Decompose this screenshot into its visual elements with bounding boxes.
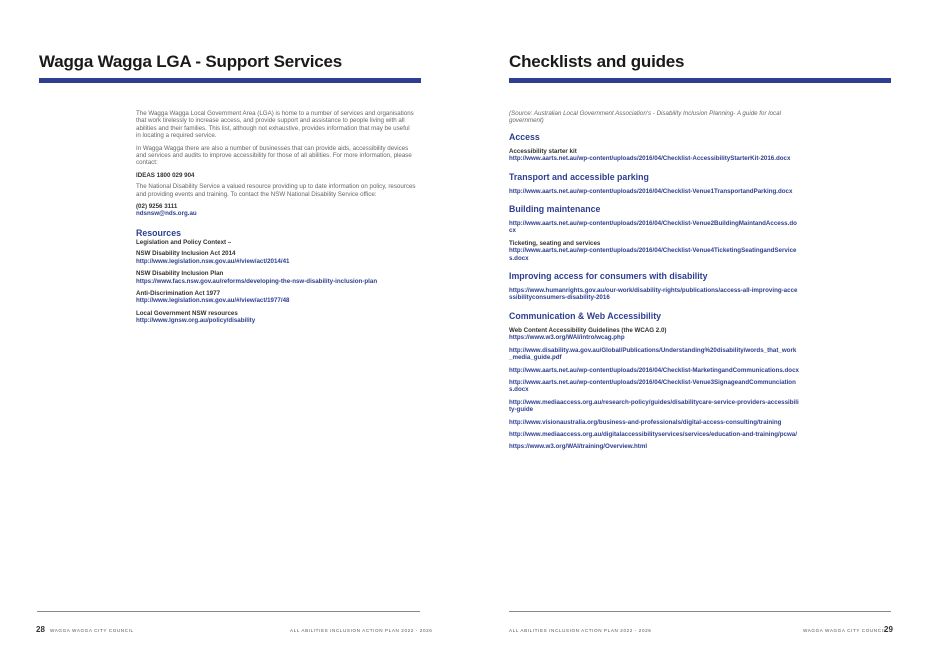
checklist-section: Building maintenance http://www.aarts.net… <box>509 204 799 262</box>
nds-email-link[interactable]: ndsnsw@nds.org.au <box>136 210 197 218</box>
section-heading: Transport and accessible parking <box>509 171 649 182</box>
checklist-item-link[interactable]: http://www.aarts.net.au/wp-content/uploa… <box>509 378 796 394</box>
checklist-item-link[interactable]: http://www.visionaustralia.org/business-… <box>509 418 782 426</box>
section-heading: Improving access for consumers with disa… <box>509 271 708 282</box>
checklist-item: http://www.mediaaccess.org.au/digitalacc… <box>509 431 799 438</box>
right-footer-plan: ALL ABILITIES INCLUSION ACTION PLAN 2022… <box>509 628 652 633</box>
checklist-item-link[interactable]: http://www.aarts.net.au/wp-content/uploa… <box>509 220 797 235</box>
checklist-item-link[interactable]: http://www.disability.wa.gov.au/Global/P… <box>509 346 797 362</box>
checklist-item-link[interactable]: http://www.aarts.net.au/wp-content/uploa… <box>509 187 793 195</box>
right-footer-rule <box>509 611 891 612</box>
checklist-item-link[interactable]: http://www.mediaaccess.org.au/research-p… <box>509 398 799 414</box>
left-title-bar <box>39 78 421 83</box>
right-page-number: 29 <box>884 625 893 634</box>
right-content: (Source: Australian Local Government Ass… <box>509 110 799 460</box>
checklist-item-name: Web Content Accessibility Guidelines (th… <box>509 326 667 334</box>
nds-phone: (02) 9256 3111 <box>136 203 178 211</box>
resource-link[interactable]: http://www.legislation.nsw.gov.au/#/view… <box>136 297 290 305</box>
checklist-item-link[interactable]: http://www.aarts.net.au/wp-content/uploa… <box>509 247 797 262</box>
checklist-item-link[interactable]: http://www.aarts.net.au/wp-content/uploa… <box>509 155 791 163</box>
left-footer-plan: ALL ABILITIES INCLUSION ACTION PLAN 2022… <box>290 628 433 633</box>
resource-name: NSW Disability Inclusion Act 2014 <box>136 250 236 258</box>
checklist-item: http://www.disability.wa.gov.au/Global/P… <box>509 347 799 362</box>
section-heading: Building maintenance <box>509 204 601 215</box>
checklist-item-link[interactable]: https://www.w3.org/WAI/intro/wcag.php <box>509 334 625 342</box>
intro-paragraph-2: In Wagga Wagga there are also a number o… <box>136 144 412 167</box>
right-page-title: Checklists and guides <box>509 52 685 71</box>
checklist-item-link[interactable]: https://www.w3.org/WAI/training/Overview… <box>509 443 648 451</box>
intro-paragraph-1: The Wagga Wagga Local Government Area (L… <box>136 110 414 140</box>
checklist-item: http://www.aarts.net.au/wp-content/uploa… <box>509 379 799 394</box>
resource-name: NSW Disability Inclusion Plan <box>136 270 224 278</box>
resource-name: Local Government NSW resources <box>136 309 238 317</box>
checklist-item: https://www.humanrights.gov.au/our-work/… <box>509 287 799 302</box>
checklist-section: Transport and accessible parking http://w… <box>509 172 799 195</box>
source-note: (Source: Australian Local Government Ass… <box>509 110 781 125</box>
left-page-number: 28 <box>36 625 45 634</box>
checklist-item-link[interactable]: http://www.mediaaccess.org.au/digitalacc… <box>509 430 797 438</box>
checklist-item-link[interactable]: http://www.aarts.net.au/wp-content/uploa… <box>509 366 799 374</box>
section-heading: Access <box>509 131 540 142</box>
ideas-contact: IDEAS 1800 029 904 <box>136 171 195 179</box>
checklist-item: http://www.aarts.net.au/wp-content/uploa… <box>509 367 799 374</box>
right-title-bar <box>509 78 891 83</box>
resource-link[interactable]: https://www.facs.nsw.gov.au/reforms/deve… <box>136 277 378 285</box>
checklist-item-link[interactable]: https://www.humanrights.gov.au/our-work/… <box>509 287 798 302</box>
checklist-item: http://www.mediaaccess.org.au/research-p… <box>509 399 799 414</box>
resource-link[interactable]: http://www.legislation.nsw.gov.au/#/view… <box>136 257 290 265</box>
checklist-item: http://www.aarts.net.au/wp-content/uploa… <box>509 188 799 195</box>
left-content: The Wagga Wagga Local Government Area (L… <box>136 110 416 330</box>
checklist-item: https://www.w3.org/WAI/training/Overview… <box>509 443 799 450</box>
resource-name: Anti-Discrimination Act 1977 <box>136 289 221 297</box>
nds-paragraph: The National Disability Service a valued… <box>136 183 416 198</box>
checklist-section: Improving access for consumers with disa… <box>509 271 799 302</box>
right-footer-org: WAGGA WAGGA CITY COUNCIL <box>803 628 887 633</box>
checklist-item-name: Ticketing, seating and services <box>509 239 601 247</box>
resource-link[interactable]: http://www.lgnsw.org.au/policy/disabilit… <box>136 317 256 325</box>
checklist-item: http://www.visionaustralia.org/business-… <box>509 419 799 426</box>
resources-heading: Resources <box>136 227 181 238</box>
section-heading: Communication & Web Accessibility <box>509 310 662 321</box>
checklist-item: http://www.aarts.net.au/wp-content/uploa… <box>509 220 799 235</box>
left-page-title: Wagga Wagga LGA - Support Services <box>39 52 343 71</box>
left-footer-org: WAGGA WAGGA CITY COUNCIL <box>50 628 134 633</box>
resources-subheading: Legislation and Policy Context – <box>136 238 232 246</box>
checklist-item-name: Accessibility starter kit <box>509 147 577 155</box>
checklist-item: Web Content Accessibility Guidelines (th… <box>509 327 799 342</box>
left-footer-rule <box>37 611 420 612</box>
